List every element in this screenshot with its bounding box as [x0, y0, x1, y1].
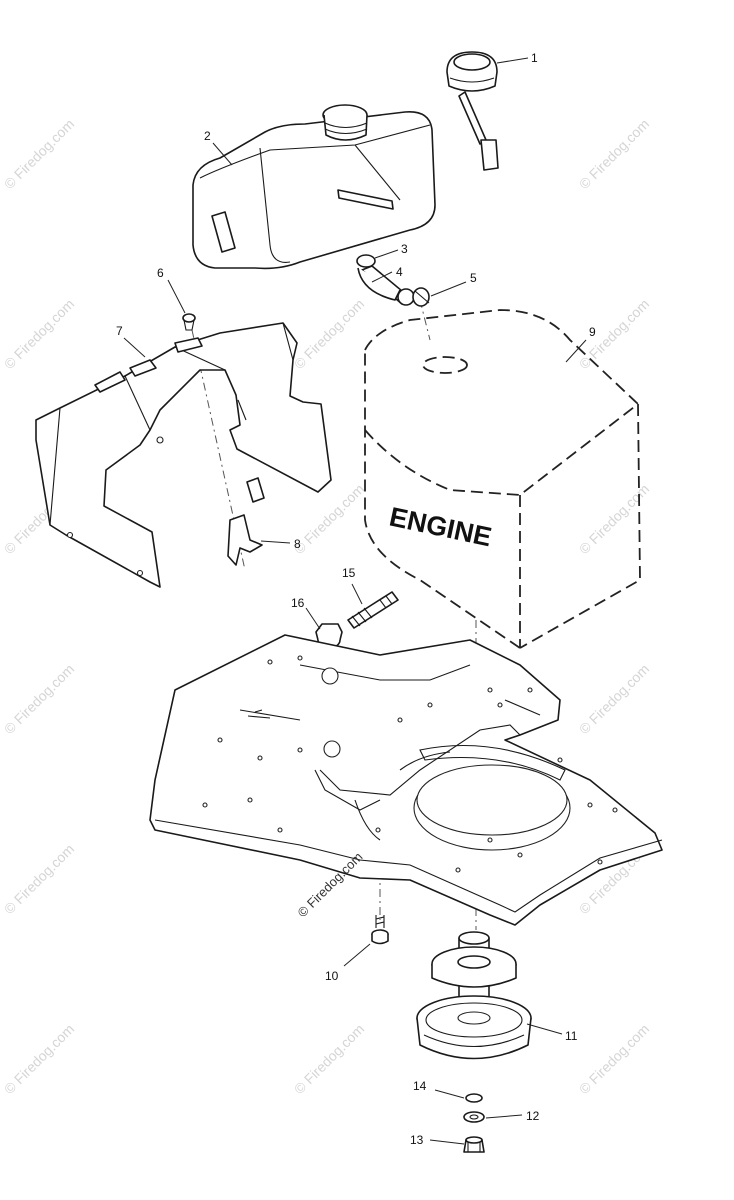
- callout-2: 2: [204, 129, 211, 143]
- callout-6: 6: [157, 266, 164, 280]
- callout-12: 12: [526, 1109, 540, 1123]
- callout-8: 8: [294, 537, 301, 551]
- callout-9: 9: [589, 325, 596, 339]
- callout-10: 10: [325, 969, 339, 983]
- watermark: © Firedog.com: [1, 841, 77, 917]
- watermark: © Firedog.com: [1, 296, 77, 372]
- callout-3: 3: [401, 242, 408, 256]
- watermark: © Firedog.com: [1, 116, 77, 192]
- callout-5: 5: [470, 271, 477, 285]
- washer: [465, 1093, 483, 1103]
- throttle-clip: [227, 477, 265, 566]
- nut: [463, 1136, 485, 1153]
- callout-13: 13: [410, 1133, 424, 1147]
- watermark-grid: © Firedog.com © Firedog.com © Firedog.co…: [1, 116, 652, 1097]
- watermark: © Firedog.com: [291, 296, 367, 372]
- callout-15: 15: [342, 566, 356, 580]
- watermark: © Firedog.com: [576, 481, 652, 557]
- callout-14: 14: [413, 1079, 427, 1093]
- fuel-tank: [192, 104, 436, 270]
- bolt: [371, 915, 389, 945]
- watermark: © Firedog.com: [576, 296, 652, 372]
- watermark: © Firedog.com: [576, 661, 652, 737]
- callout-16: 16: [291, 596, 305, 610]
- watermark: © Firedog.com: [291, 1021, 367, 1097]
- watermark: © Firedog.com: [291, 481, 367, 557]
- engine-label: ENGINE: [387, 502, 495, 553]
- fuel-cap-with-gauge: [446, 51, 499, 171]
- screw: [182, 313, 196, 331]
- engine-outline: ENGINE: [364, 309, 641, 649]
- watermark: © Firedog.com: [576, 116, 652, 192]
- double-pulley: [416, 931, 532, 1060]
- callout-numbers: 1 2 3 4 5 6 7 8 9 10 11 12 13 14 15 16: [116, 51, 596, 1147]
- mounting-bracket: [35, 322, 332, 588]
- callout-4: 4: [396, 265, 403, 279]
- callout-11: 11: [565, 1029, 578, 1043]
- lock-washer: [463, 1111, 485, 1123]
- fuel-line-assembly: [356, 254, 430, 307]
- watermark: © Firedog.com: [1, 661, 77, 737]
- leader-lines: [123, 57, 587, 1145]
- throttle-spring: [347, 591, 399, 629]
- watermark: © Firedog.com: [576, 1021, 652, 1097]
- callout-7: 7: [116, 324, 123, 338]
- chassis-frame: [149, 634, 663, 926]
- callout-1: 1: [531, 51, 538, 65]
- watermark: © Firedog.com: [1, 1021, 77, 1097]
